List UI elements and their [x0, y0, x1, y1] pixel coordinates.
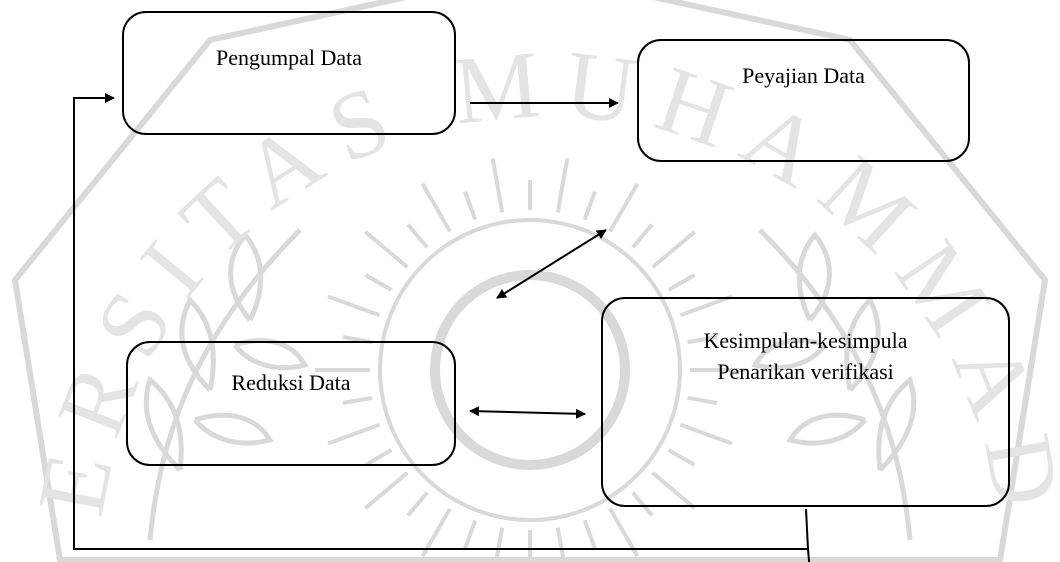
watermark-sun-ray [327, 294, 381, 318]
watermark-sun-ray [406, 491, 429, 517]
box-kesimpulan: Kesimpulan-kesimpula Penarikan verifikas… [601, 297, 1010, 507]
box-reduksi-data: Reduksi Data [126, 341, 456, 466]
watermark-sun-ray [651, 230, 696, 269]
watermark-sun-ray [631, 491, 654, 517]
arrow-kesimpulan-feedback-to-pengumpulan [73, 93, 810, 550]
watermark-sun-ray [494, 527, 505, 562]
watermark-sun-ray [679, 294, 733, 318]
watermark-sun-ray [327, 422, 381, 446]
watermark-sun-ray [490, 157, 505, 213]
watermark-right-laurel [751, 228, 917, 541]
watermark-shield-outline [11, 0, 1049, 562]
box-reduksi-label: Reduksi Data [231, 370, 351, 395]
watermark-sun-ray [364, 230, 409, 269]
arrow-reduksi-kesimpulan-bidirectional [469, 406, 586, 419]
box-kesimpulan-label-line2: Penarikan verifikasi [717, 359, 894, 384]
watermark-sun-ray [687, 395, 718, 405]
box-kesimpulan-label-line1: Kesimpulan-kesimpula [703, 328, 908, 353]
watermark-sun-ray [651, 471, 696, 510]
watermark-sun-ray [364, 448, 393, 467]
watermark-sun-ray [555, 157, 570, 213]
arrow-penyajian-kesimpulan-bidirectional [496, 229, 607, 299]
watermark-sun-ray [364, 273, 393, 292]
watermark-sun-ray [582, 519, 597, 550]
watermark-sun-ray [631, 223, 654, 249]
watermark-sun-ray [364, 471, 409, 510]
box-penyajian-data: Peyajian Data [637, 39, 970, 162]
box-pengumpulan-label: Pengumpal Data [215, 45, 363, 70]
watermark-sun-ray [679, 422, 733, 446]
watermark-sun-ray [342, 395, 373, 405]
watermark-sun-ray [667, 273, 696, 292]
watermark-sun-ray [463, 519, 478, 550]
watermark-sun-ray [420, 182, 452, 233]
watermark-sun-ray [687, 335, 718, 345]
box-pengumpulan-data: Pengumpal Data [122, 11, 456, 135]
watermark-left-laurel [143, 228, 309, 541]
watermark-sun-ray [406, 223, 429, 249]
box-penyajian-label: Peyajian Data [742, 63, 865, 88]
arrow-kesimpulan-down-exit [807, 548, 811, 562]
watermark-sun-ray [555, 527, 566, 562]
watermark-sun-ray [463, 190, 478, 221]
watermark-sun-ray [667, 448, 696, 467]
watermark-sun-ray [582, 190, 597, 221]
watermark-sun-ray [608, 182, 640, 233]
